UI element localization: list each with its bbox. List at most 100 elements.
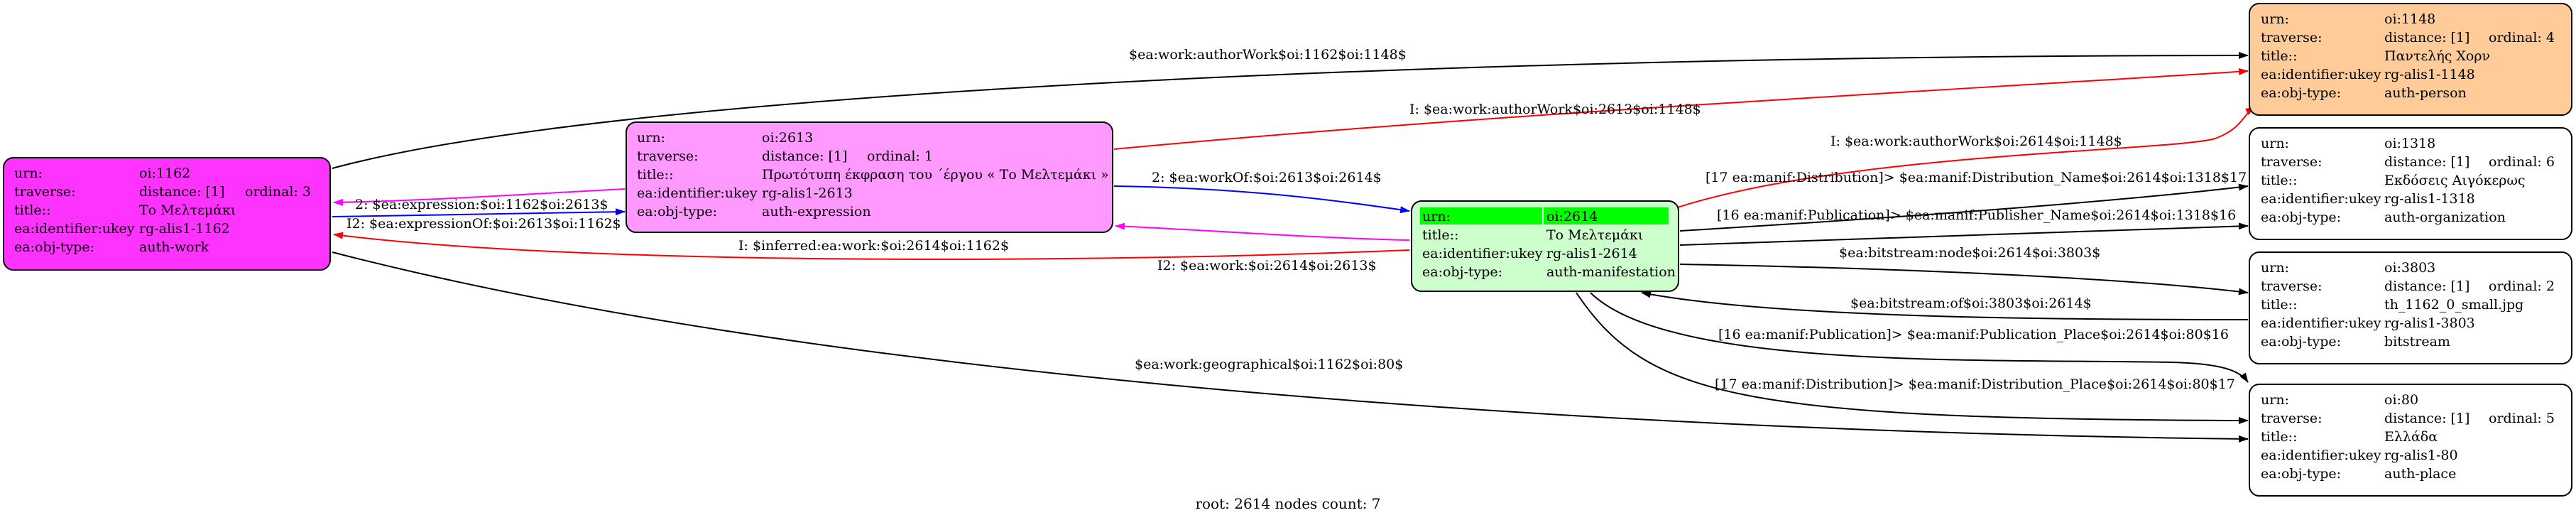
- field-key: ea:obj-type:: [637, 204, 717, 220]
- node-oi-80[interactable]: urn: oi:80 traverse: distance: [1] ordin…: [2249, 384, 2572, 497]
- field-value: rg-alis1-1318: [2384, 191, 2475, 207]
- edge-publication-place-2614-80: [1590, 292, 2249, 383]
- field-value: distance: [1]: [762, 148, 847, 164]
- edge-label: $ea:bitstream:of$oi:3803$oi:2614$: [1850, 296, 2092, 311]
- field-value: distance: [1]: [2384, 154, 2469, 170]
- field-key: ea:obj-type:: [2261, 334, 2341, 350]
- edge-labels: $ea:work:authorWork$oi:1162$oi:1148$ I: …: [346, 47, 2247, 392]
- field-value: rg-alis1-1162: [139, 221, 230, 237]
- field-key: urn:: [637, 130, 665, 146]
- edge-expression-1162-2613: [332, 208, 626, 217]
- field-key: ea:identifier:ukey: [2261, 315, 2381, 331]
- field-value: Το Μελτεμάκι: [139, 202, 236, 218]
- field-key: title::: [2261, 48, 2297, 64]
- field-value: auth-place: [2384, 466, 2456, 482]
- field-value: auth-work: [139, 239, 209, 255]
- field-key: traverse:: [2261, 154, 2323, 170]
- field-value: Ελλάδα: [2384, 429, 2438, 445]
- field-value: rg-alis1-3803: [2384, 315, 2475, 331]
- field-value: Το Μελτεμάκι: [1546, 227, 1643, 243]
- field-key: ea:identifier:ukey: [14, 221, 135, 237]
- edge-label: 2: $ea:workOf:$oi:2613$oi:2614$: [1152, 170, 1382, 185]
- field-key: title::: [2261, 429, 2297, 445]
- field-value: oi:1318: [2384, 136, 2435, 151]
- field-key: ea:identifier:ukey: [637, 185, 758, 201]
- edge-label: 2: $ea:expression:$oi:1162$oi:2613$: [355, 197, 608, 212]
- field-value: rg-alis1-2614: [1546, 246, 1637, 261]
- field-value: oi:2614: [1546, 209, 1598, 224]
- edge-publisher-name-2614-1318: [1679, 222, 2249, 246]
- edge-label: [17 ea:manif:Distribution]> $ea:manif:Di…: [1715, 377, 2235, 392]
- field-value: distance: [1]: [2384, 30, 2469, 45]
- field-key: title::: [1422, 227, 1458, 243]
- edge-label: I2: $ea:work:$oi:2614$oi:2613$: [1157, 258, 1377, 273]
- field-key: title::: [2261, 297, 2297, 313]
- field-value: auth-manifestation: [1546, 264, 1676, 280]
- field-key: ea:identifier:ukey: [2261, 191, 2381, 207]
- edge-label: I: $ea:work:authorWork$oi:2614$oi:1148$: [1830, 134, 2122, 149]
- edge-label: $ea:bitstream:node$oi:2614$oi:3803$: [1839, 245, 2100, 261]
- edge-expressionof-2613-1162: [333, 188, 626, 206]
- graph-footer: root: 2614 nodes count: 7: [1195, 495, 1380, 512]
- field-value: th_1162_0_small.jpg: [2384, 297, 2523, 313]
- field-key: traverse:: [14, 184, 76, 200]
- node-oi-1148[interactable]: urn: oi:1148 traverse: distance: [1] ord…: [2249, 3, 2572, 116]
- node-oi-1318[interactable]: urn: oi:1318 traverse: distance: [1] ord…: [2249, 127, 2572, 240]
- field-key: ea:identifier:ukey: [2261, 448, 2381, 463]
- field-value: ordinal: 4: [2489, 30, 2555, 45]
- field-key: ea:identifier:ukey: [1422, 246, 1543, 261]
- edge-inferred-2614-1162: [333, 232, 1410, 260]
- node-oi-2614-root[interactable]: urn: oi:2614 title:: Το Μελτεμάκι ea:ide…: [1411, 200, 1679, 292]
- field-value: ordinal: 2: [2489, 278, 2555, 294]
- node-oi-3803[interactable]: urn: oi:3803 traverse: distance: [1] ord…: [2249, 251, 2572, 364]
- edge-distribution-place-2614-80: [1576, 292, 2249, 424]
- field-value: ordinal: 6: [2489, 154, 2555, 170]
- edge-label: [16 ea:manif:Publication]> $ea:manif:Pub…: [1718, 327, 2229, 342]
- edge-label: [17 ea:manif:Distribution]> $ea:manif:Di…: [1705, 170, 2247, 185]
- edge-label: [16 ea:manif:Publication]> $ea:manif:Pub…: [1717, 207, 2236, 223]
- field-key: urn:: [2261, 260, 2289, 276]
- edge-label: I: $inferred:ea:work:$oi:2614$oi:1162$: [738, 238, 1009, 254]
- field-key: ea:identifier:ukey: [2261, 67, 2381, 82]
- node-oi-1162[interactable]: urn: oi:1162 traverse: distance: [1] ord…: [3, 157, 331, 271]
- field-value: rg-alis1-1148: [2384, 67, 2475, 82]
- field-key: ea:obj-type:: [2261, 210, 2341, 225]
- field-key: traverse:: [2261, 30, 2323, 45]
- edge-work-2614-2613: [1115, 222, 1410, 241]
- field-key: urn:: [2261, 136, 2289, 151]
- field-value: distance: [1]: [139, 184, 224, 200]
- field-value: oi:2613: [762, 130, 813, 146]
- edge-geographical-1162-80: [332, 251, 2249, 443]
- edge-bitstream-of-3803-2614: [1641, 291, 2249, 320]
- field-value: auth-expression: [762, 204, 871, 220]
- edge-label: I: $ea:work:authorWork$oi:2613$oi:1148$: [1409, 102, 1701, 117]
- field-value: ordinal: 1: [867, 148, 933, 164]
- root-highlight: [1544, 207, 1669, 224]
- edge-authorwork-1162-1148: [332, 52, 2249, 169]
- field-value: oi:1148: [2384, 11, 2435, 27]
- field-key: urn:: [2261, 11, 2289, 27]
- edge-distribution-name-2614-1318: [1679, 183, 2249, 232]
- root-highlight: [1420, 207, 1542, 224]
- node-oi-2613[interactable]: urn: oi:2613 traverse: distance: [1] ord…: [626, 121, 1113, 233]
- field-value: distance: [1]: [2384, 278, 2469, 294]
- field-key: ea:obj-type:: [2261, 85, 2341, 101]
- edge-label: $ea:work:geographical$oi:1162$oi:80$: [1135, 357, 1403, 372]
- field-key: urn:: [14, 166, 43, 181]
- edges: [332, 52, 2256, 443]
- field-value: rg-alis1-80: [2384, 448, 2458, 463]
- field-key: ea:obj-type:: [1422, 264, 1502, 280]
- field-value: ordinal: 5: [2489, 411, 2555, 426]
- field-value: oi:1162: [139, 166, 190, 181]
- field-key: ea:obj-type:: [2261, 466, 2341, 482]
- field-value: rg-alis1-2613: [762, 185, 853, 201]
- field-key: title::: [637, 167, 673, 183]
- edge-authorwork-2614-1148: [1627, 107, 2256, 228]
- field-value: bitstream: [2384, 334, 2450, 350]
- field-value: auth-person: [2384, 85, 2467, 101]
- field-key: urn:: [2261, 392, 2289, 408]
- field-key: ea:obj-type:: [14, 239, 94, 255]
- field-key: traverse:: [2261, 411, 2323, 426]
- edge-label: I2: $ea:expressionOf:$oi:2613$oi:1162$: [346, 216, 621, 232]
- field-value: distance: [1]: [2384, 411, 2469, 426]
